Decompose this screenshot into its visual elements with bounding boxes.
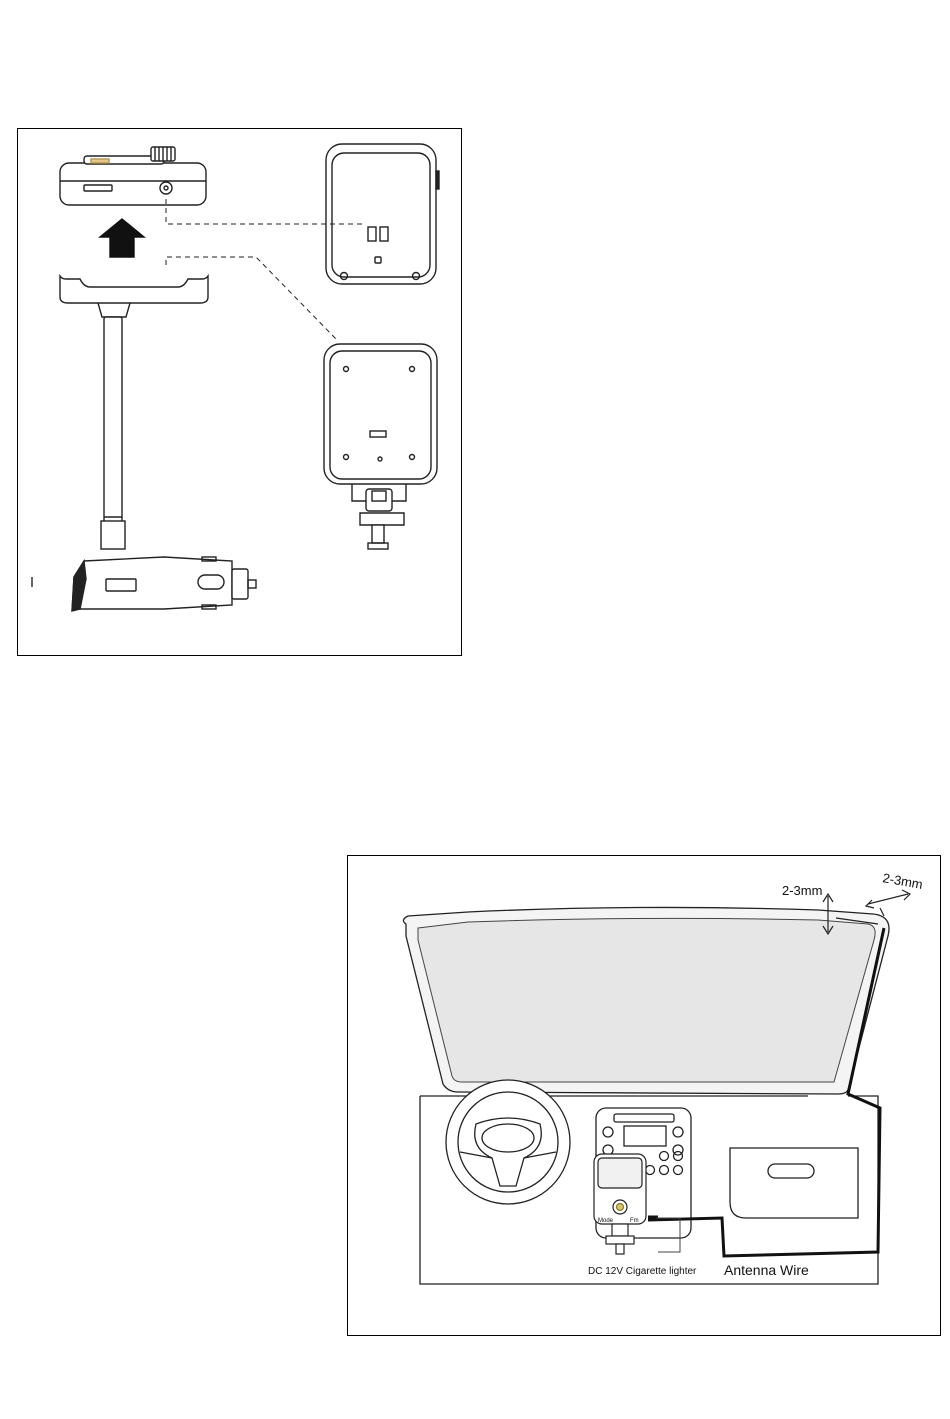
transmitter-back-view: [326, 144, 439, 284]
cradle-front-view: [324, 344, 437, 549]
glove-box: [730, 1148, 858, 1218]
antenna-wire-label: Antenna Wire: [724, 1262, 809, 1278]
up-arrow-icon: [100, 219, 144, 257]
device-fm-label: Fm: [630, 1218, 639, 1224]
gooseneck-arm: [101, 317, 125, 549]
transmitter-side-view: [60, 147, 206, 205]
fm-transmitter-device: [594, 1154, 646, 1254]
car-installation-drawing: Mode Fm 2-3mm 2-3mm DC 12V Cigarette lig…: [348, 856, 942, 1337]
gap-label-top: 2-3mm: [782, 883, 822, 898]
device-mode-label: Mode: [598, 1218, 614, 1224]
gap-label-side: 2-3mm: [881, 870, 923, 892]
mount-assembly-figure: [17, 128, 462, 656]
cigarette-lighter-plug: [72, 557, 256, 611]
car-installation-figure: Mode Fm 2-3mm 2-3mm DC 12V Cigarette lig…: [347, 855, 941, 1336]
mount-assembly-drawing: [18, 129, 463, 657]
cradle-side-view: [60, 276, 208, 317]
windshield: [403, 907, 889, 1094]
steering-wheel: [446, 1080, 570, 1204]
lighter-label: DC 12V Cigarette lighter: [588, 1266, 697, 1277]
